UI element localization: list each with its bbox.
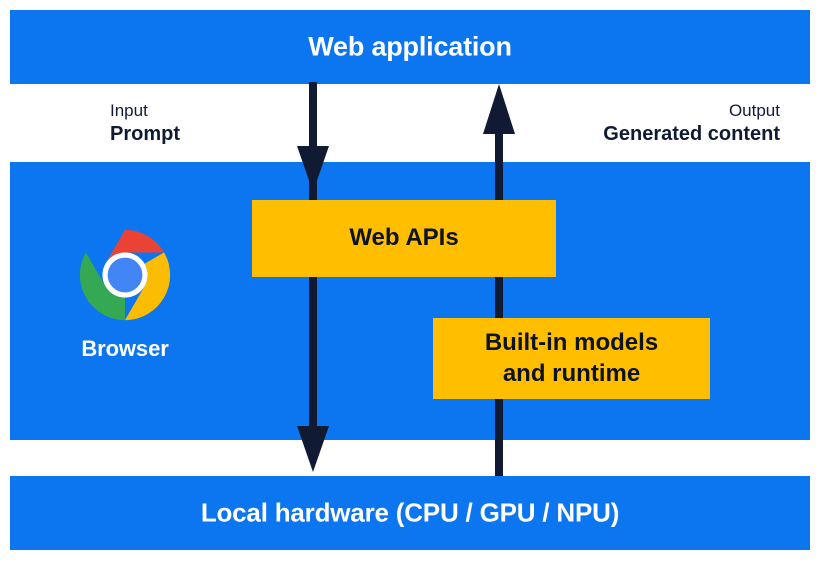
- chrome-logo-icon: [79, 229, 171, 321]
- annotation-input-kind: Input: [110, 101, 148, 120]
- web-application-title: Web application: [308, 31, 512, 62]
- annotation-input-value: Prompt: [110, 122, 180, 145]
- local-hardware-title: Local hardware (CPU / GPU / NPU): [200, 497, 620, 528]
- browser-label: Browser: [81, 336, 169, 361]
- annotation-output-kind: Output: [728, 101, 780, 120]
- box-web-apis-label: Web APIs: [349, 224, 459, 252]
- box-built-in-models-line1: Built-in models: [484, 328, 659, 356]
- band-local-hardware: Local hardware (CPU / GPU / NPU): [10, 476, 810, 550]
- box-built-in-models-label: Built-in models and runtime: [475, 328, 668, 389]
- annotation-input: Input Prompt: [110, 100, 180, 147]
- annotation-output-value: Generated content: [603, 122, 780, 145]
- box-built-in-models-line2: and runtime: [502, 359, 641, 387]
- box-web-apis[interactable]: Web APIs: [252, 200, 556, 277]
- box-built-in-models[interactable]: Built-in models and runtime: [433, 318, 710, 399]
- band-web-application: Web application: [10, 10, 810, 84]
- browser-group: Browser: [62, 228, 188, 362]
- annotation-output: Output Generated content: [603, 100, 780, 147]
